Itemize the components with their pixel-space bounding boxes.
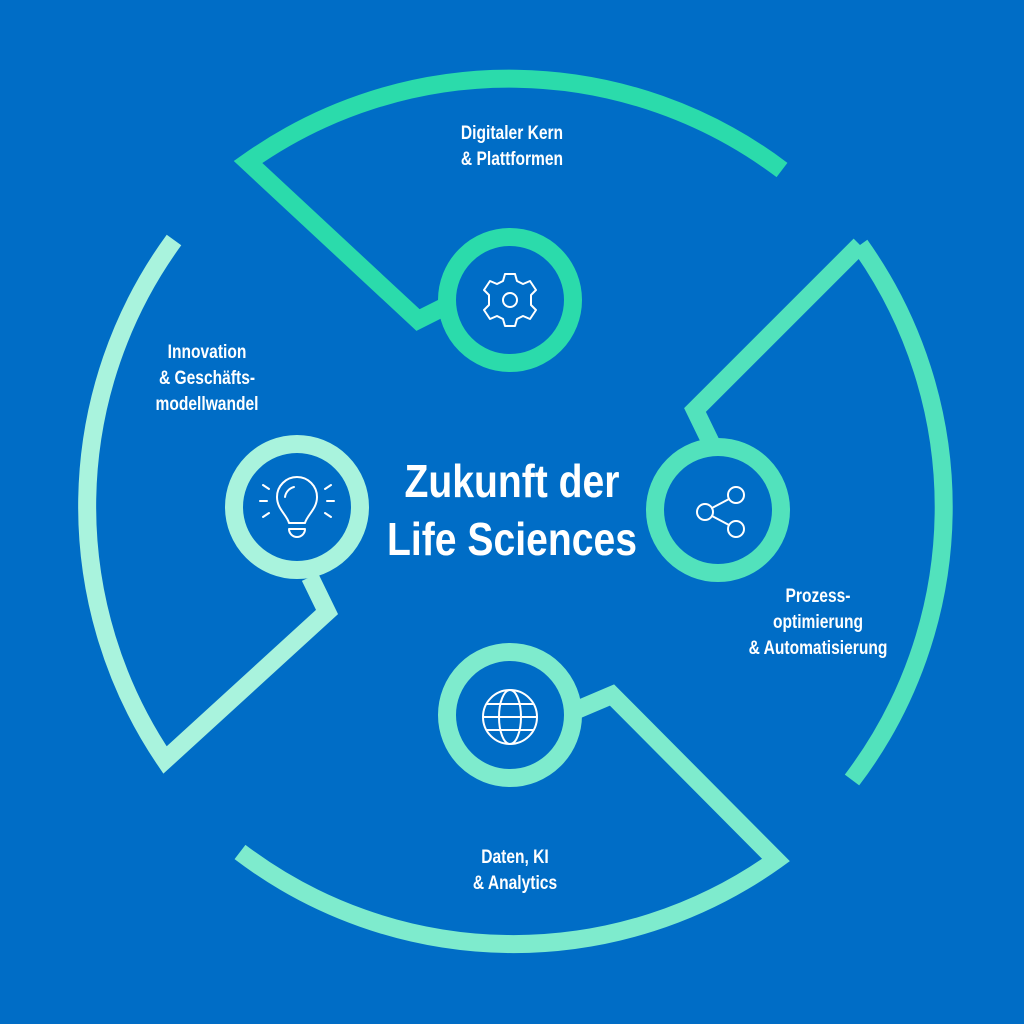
- label-digitaler-kern: Digitaler Kern & Plattformen: [430, 121, 594, 173]
- title-line: Zukunft der: [404, 455, 620, 507]
- label-line: & Automatisierung: [748, 638, 888, 659]
- center-title: Zukunft der Life Sciences: [342, 452, 682, 568]
- segment-bottom: [234, 643, 790, 954]
- lightbulb-icon: [259, 476, 335, 538]
- label-line: Innovation: [167, 342, 247, 363]
- gear-icon: [483, 273, 537, 327]
- segment-left: [78, 234, 369, 774]
- segment-top: [233, 69, 788, 372]
- label-prozessoptimierung: Prozess- optimierung & Automatisierung: [736, 584, 900, 662]
- label-innovation: Innovation & Geschäfts- modellwandel: [125, 340, 289, 418]
- segment-right: [646, 238, 953, 786]
- label-line: Daten, KI: [481, 847, 549, 868]
- share-icon: [696, 486, 745, 538]
- label-line: & Geschäfts-: [158, 368, 256, 389]
- label-line: Digitaler Kern: [460, 123, 564, 144]
- title-line: Life Sciences: [387, 513, 637, 565]
- label-line: & Analytics: [472, 873, 558, 894]
- label-line: modellwandel: [155, 394, 259, 415]
- globe-icon: [482, 689, 538, 745]
- label-daten-ki: Daten, KI & Analytics: [433, 845, 597, 897]
- label-line: Prozess-: [785, 586, 851, 607]
- label-line: & Plattformen: [460, 149, 564, 170]
- label-line: optimierung: [772, 612, 864, 633]
